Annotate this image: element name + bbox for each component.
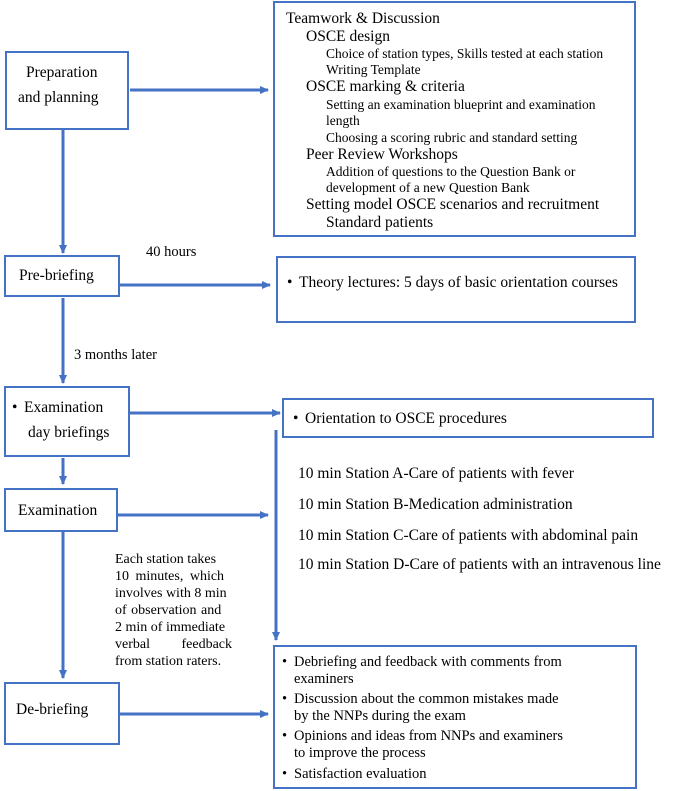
station-note-line: involves with 8 min bbox=[115, 586, 227, 601]
bullet: • bbox=[12, 399, 18, 416]
orientation-text: •Orientation to OSCE procedures bbox=[293, 410, 507, 427]
annotation-40-hours: 40 hours bbox=[146, 244, 197, 260]
debrief-item-cont: examiners bbox=[294, 671, 354, 687]
osce-design-item: Writing Template bbox=[326, 62, 421, 77]
bullet: • bbox=[282, 728, 288, 744]
stage-examination-box: Examination bbox=[4, 488, 118, 532]
osce-marking-item: Setting an examination blueprint and exa… bbox=[326, 97, 596, 112]
bullet: • bbox=[282, 766, 288, 782]
bullet: • bbox=[282, 654, 288, 670]
setting-scenarios-heading: Setting model OSCE scenarios and recruit… bbox=[306, 196, 600, 213]
peer-review-item: Addition of questions to the Question Ba… bbox=[326, 164, 576, 179]
osce-design-heading: OSCE design bbox=[306, 28, 390, 45]
station-note-line: 10 minutes, which bbox=[115, 569, 225, 584]
theory-box: •Theory lectures: 5 days of basic orient… bbox=[276, 256, 636, 323]
teamwork-box: Teamwork & Discussion OSCE design Choice… bbox=[273, 1, 636, 237]
debrief-item-cont: by the NNPs during the exam bbox=[294, 708, 466, 724]
orientation-box: •Orientation to OSCE procedures bbox=[282, 398, 654, 438]
debrief-box: •Debriefing and feedback with comments f… bbox=[273, 645, 637, 789]
osce-marking-item: Choosing a scoring rubric and standard s… bbox=[326, 130, 578, 145]
debrief-item: •Satisfaction evaluation bbox=[282, 766, 427, 782]
annotation-3-months-later: 3 months later bbox=[74, 347, 157, 363]
stage-preparation-box: Preparation and planning bbox=[5, 51, 129, 130]
bullet: • bbox=[287, 274, 293, 291]
station-note-line: verbal feedback bbox=[115, 637, 232, 652]
station-item: 10 min Station C-Care of patients with a… bbox=[298, 527, 639, 544]
debrief-item: •Opinions and ideas from NNPs and examin… bbox=[282, 728, 564, 744]
bullet: • bbox=[282, 691, 288, 707]
peer-review-item: development of a new Question Bank bbox=[326, 180, 530, 195]
station-note: Each station takes 10 minutes, which inv… bbox=[115, 551, 250, 670]
station-item: 10 min Station B-Medication administrati… bbox=[298, 496, 573, 513]
station-note-line: 2 min of immediate bbox=[115, 620, 226, 635]
standard-patients-heading: Standard patients bbox=[326, 214, 434, 231]
stage-preparation-line2: and planning bbox=[18, 89, 99, 106]
debrief-item: •Debriefing and feedback with comments f… bbox=[282, 654, 562, 670]
bullet: • bbox=[293, 410, 299, 427]
osce-marking-heading: OSCE marking & criteria bbox=[306, 78, 465, 95]
station-item: 10 min Station D-Care of patients with a… bbox=[298, 556, 661, 573]
osce-marking-item: length bbox=[326, 113, 360, 128]
station-note-line: Each station takes bbox=[115, 552, 217, 567]
stage-examday-box: •Examination day briefings bbox=[4, 386, 130, 457]
station-note-line: of observation and bbox=[115, 603, 222, 618]
debrief-item-cont: to improve the process bbox=[294, 745, 426, 761]
teamwork-title: Teamwork & Discussion bbox=[286, 10, 440, 27]
stage-examday-line2: day briefings bbox=[28, 424, 110, 441]
debrief-item: •Discussion about the common mistakes ma… bbox=[282, 691, 559, 707]
station-item: 10 min Station A-Care of patients with f… bbox=[298, 465, 574, 482]
theory-text: •Theory lectures: 5 days of basic orient… bbox=[287, 274, 618, 291]
stage-prebriefing-label: Pre-briefing bbox=[19, 267, 94, 284]
peer-review-heading: Peer Review Workshops bbox=[306, 146, 458, 163]
stage-examday-line1: •Examination bbox=[12, 399, 104, 416]
stage-debriefing-box: De-briefing bbox=[4, 682, 120, 745]
station-note-line: from station raters. bbox=[115, 654, 222, 669]
stage-debriefing-label: De-briefing bbox=[16, 701, 89, 718]
osce-design-item: Choice of station types, Skills tested a… bbox=[326, 46, 604, 61]
stage-preparation-line1: Preparation bbox=[26, 64, 98, 81]
stage-prebriefing-box: Pre-briefing bbox=[4, 255, 120, 297]
stage-examination-label: Examination bbox=[18, 502, 98, 519]
